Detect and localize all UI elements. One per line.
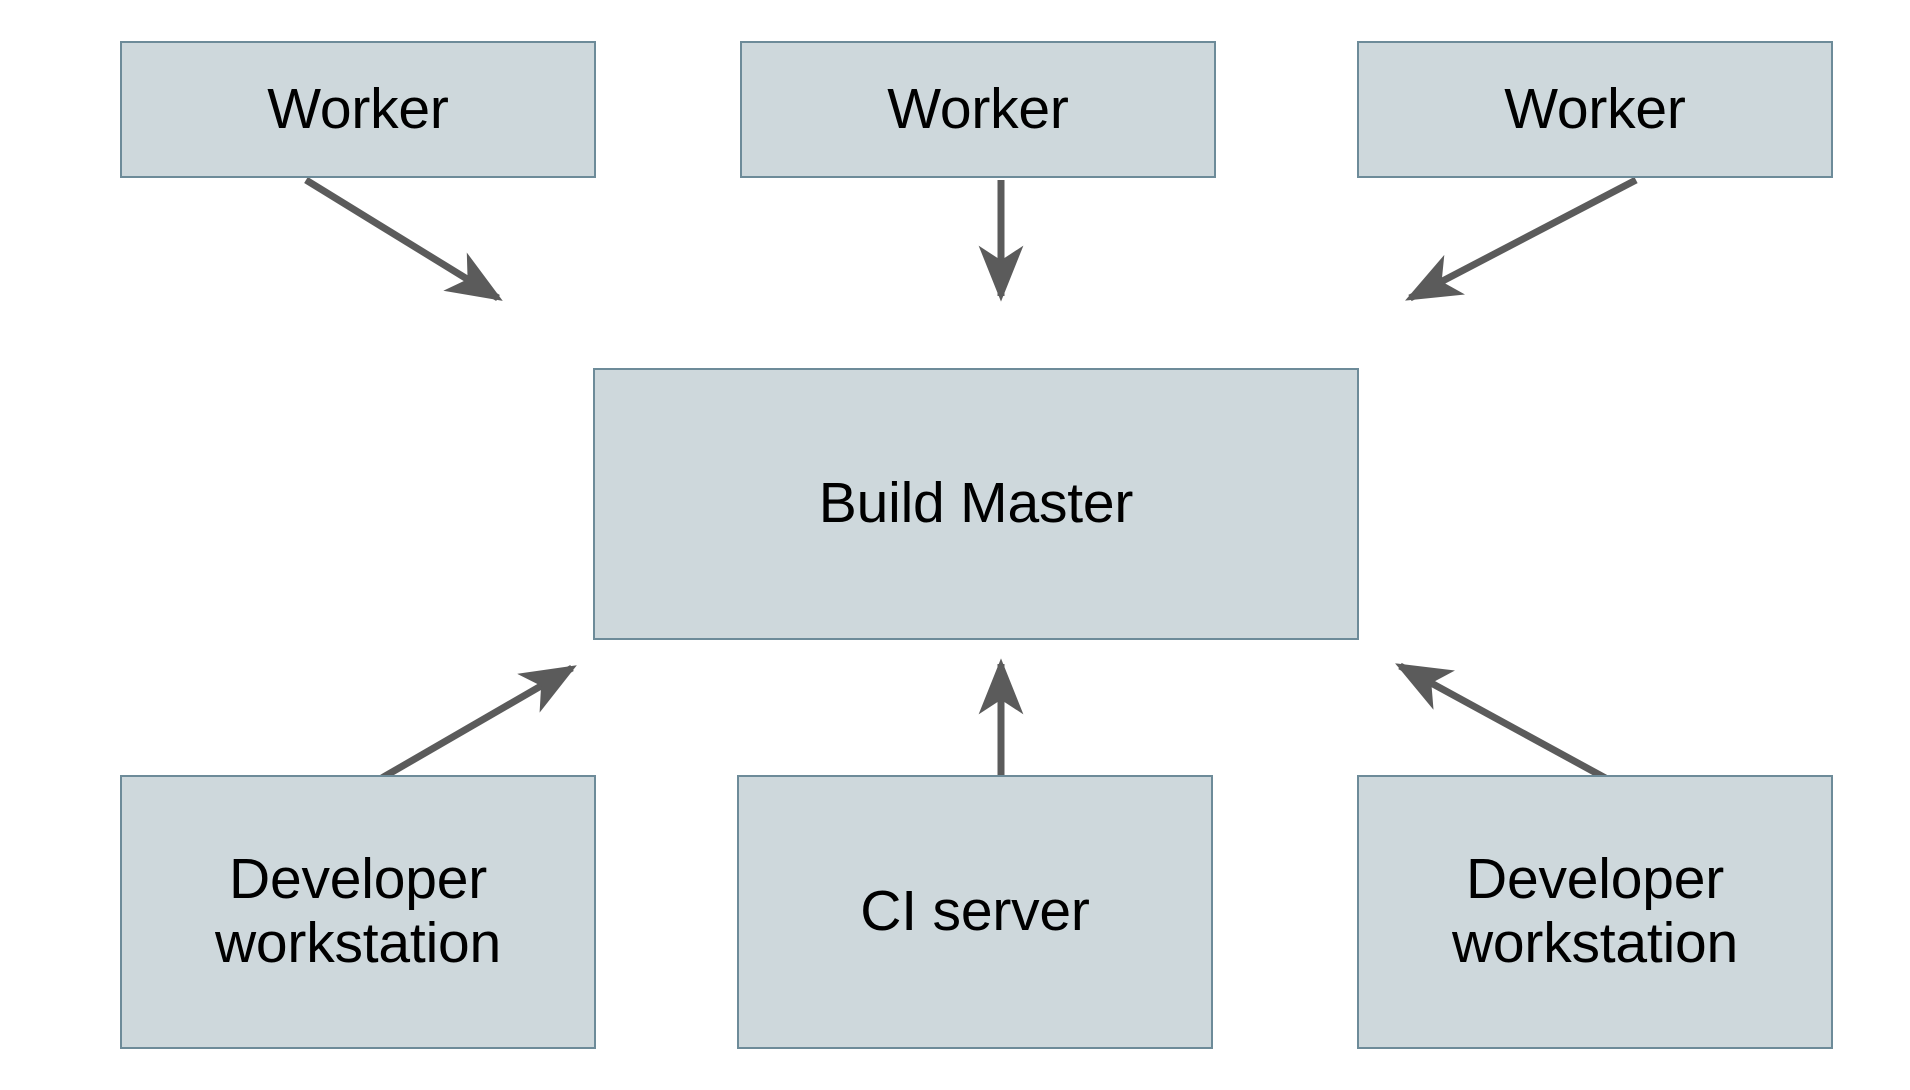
- node-developer-workstation-left-label: Developer workstation: [214, 847, 502, 975]
- node-worker-left[interactable]: Worker: [120, 41, 596, 178]
- edge-dev-left-to-master: [366, 664, 577, 790]
- node-developer-workstation-right[interactable]: Developer workstation: [1357, 775, 1833, 1049]
- edge-worker-right-to-master: [1405, 176, 1638, 302]
- node-worker-right[interactable]: Worker: [1357, 41, 1833, 178]
- node-worker-left-label: Worker: [267, 76, 449, 141]
- node-developer-workstation-left[interactable]: Developer workstation: [120, 775, 596, 1049]
- node-ci-server[interactable]: CI server: [737, 775, 1213, 1049]
- node-worker-right-label: Worker: [1504, 76, 1686, 141]
- node-build-master-label: Build Master: [818, 471, 1134, 536]
- edge-dev-right-to-master: [1395, 662, 1622, 790]
- node-build-master[interactable]: Build Master: [593, 368, 1359, 640]
- edge-worker-left-to-master: [304, 177, 503, 301]
- node-developer-workstation-right-label: Developer workstation: [1451, 847, 1739, 975]
- node-worker-center[interactable]: Worker: [740, 41, 1216, 178]
- node-ci-server-label: CI server: [860, 879, 1090, 944]
- node-worker-center-label: Worker: [887, 76, 1069, 141]
